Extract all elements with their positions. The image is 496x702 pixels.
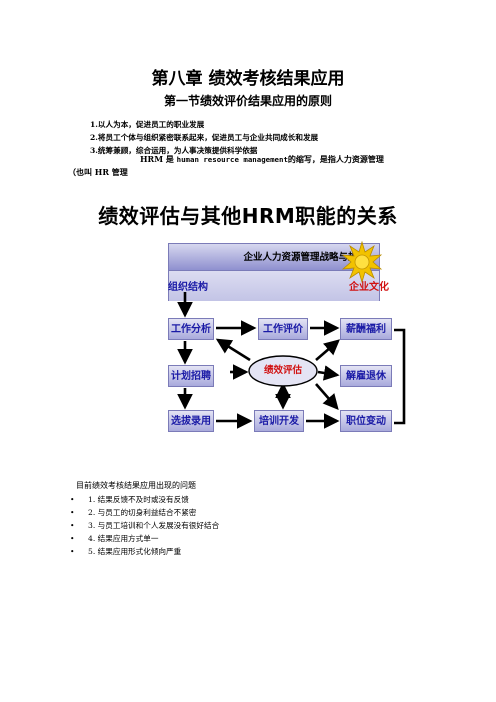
strategy-bar: 企业人力资源管理战略与规划 [168, 243, 380, 271]
box-position-change: 职位变动 [340, 410, 392, 432]
chapter-title: 第八章 绩效考核结果应用 [151, 69, 345, 89]
box-job-analysis: 工作分析 [168, 318, 214, 340]
bullet: • [70, 521, 75, 530]
section-title: 第一节绩效评价结果应用的原则 [163, 94, 332, 108]
sun-icon [341, 240, 383, 284]
hrm-note-english: human resource management [176, 155, 288, 164]
bullet: • [70, 534, 75, 543]
hrm-note: HRM 是 human resource management的缩写，是指人力资… [68, 153, 430, 179]
box-dismissal-retirement: 解雇退休 [340, 365, 392, 387]
bullet: • [70, 547, 75, 556]
culture-label: 企业文化 [349, 282, 389, 293]
principle-2: 2.将员工个体与组织紧密联系起来，促进员工与企业共同成长和发展 [90, 133, 319, 142]
diagram-title: 绩效评估与其他HRM职能的关系 [98, 204, 398, 228]
box-training: 培训开发 [254, 410, 304, 432]
hrm-note-prefix: HRM 是 [140, 154, 174, 164]
center-ellipse [248, 355, 318, 387]
org-structure-row [168, 271, 380, 301]
problem-item: •5. 结果应用形式化倾向严重 [70, 547, 182, 556]
problem-item: •4. 结果应用方式单一 [70, 534, 159, 543]
center-ellipse-label: 绩效评估 [263, 365, 302, 376]
box-selection-hiring: 选拔录用 [168, 410, 214, 432]
bullet: • [70, 508, 75, 517]
bullet: • [70, 495, 75, 504]
org-structure-label: 组织结构 [168, 282, 208, 293]
hrm-note-middle: 的缩写，是指人力资源管理 [287, 154, 384, 164]
problem-item: •1. 结果反馈不及时或没有反馈 [70, 495, 189, 504]
principle-1: 1.以人为本，促进员工的职业发展 [90, 120, 205, 129]
box-compensation: 薪酬福利 [340, 318, 392, 340]
problems-heading: 目前绩效考核结果应用出现的问题 [76, 481, 196, 490]
problem-item: •3. 与员工培训和个人发展没有很好结合 [70, 521, 220, 530]
box-job-evaluation: 工作评价 [258, 318, 308, 340]
hrm-note-line2: （也叫 HR 管理 [68, 167, 128, 177]
principle-3: 3.统筹兼顾，综合运用，为人事决策提供科学依据 [90, 146, 258, 155]
box-planning-recruiting: 计划招聘 [168, 365, 214, 387]
problem-item: •2. 与员工的切身利益结合不紧密 [70, 508, 197, 517]
